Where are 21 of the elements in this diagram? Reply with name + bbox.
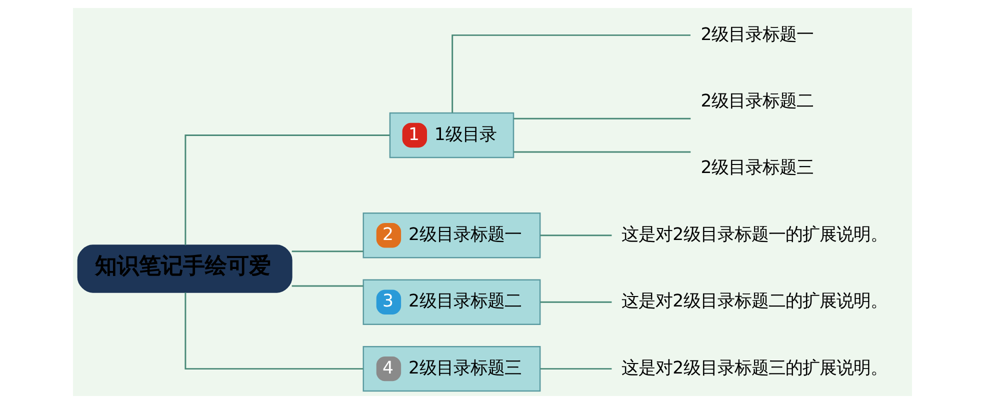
node-box: 3 2级目录标题二 <box>362 279 541 325</box>
connector <box>540 368 612 370</box>
connector <box>292 250 364 252</box>
node-text: 这是对2级目录标题一的扩展说明。 <box>622 224 888 245</box>
connector <box>292 285 364 287</box>
node-box: 1 1级目录 <box>389 112 514 158</box>
node-box: 知识笔记手绘可爱 <box>77 244 292 293</box>
connector <box>514 118 691 120</box>
node-text: 这是对2级目录标题三的扩展说明。 <box>622 358 888 378</box>
connector <box>540 301 612 303</box>
connector <box>540 234 612 236</box>
connector <box>514 151 691 153</box>
connector <box>452 34 690 113</box>
node-text: 这是对2级目录标题二的扩展说明。 <box>622 292 888 312</box>
node-box: 2 2级目录标题一 <box>362 212 541 258</box>
connector <box>184 292 364 370</box>
node-text: 2级目录标题二 <box>700 91 814 112</box>
node-box: 4 2级目录标题三 <box>362 346 541 392</box>
node-text: 2级目录标题一 <box>700 24 814 45</box>
node-text: 2级目录标题三 <box>700 158 814 178</box>
connector <box>184 134 390 246</box>
